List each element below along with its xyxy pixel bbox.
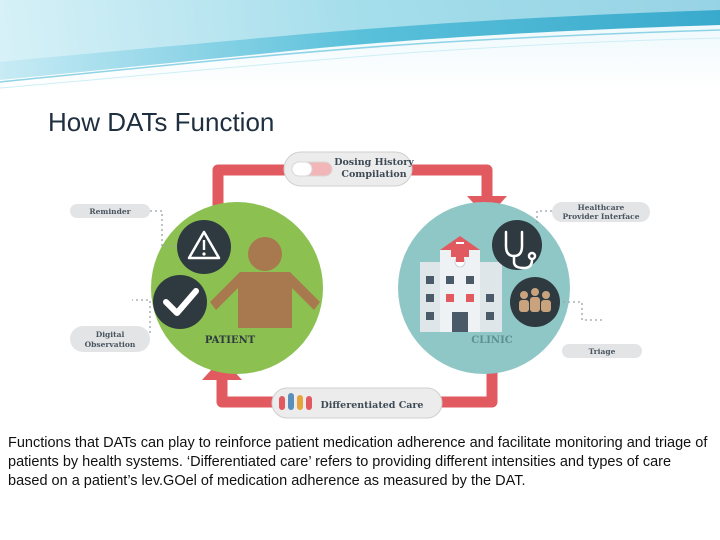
clinic-label: CLINIC xyxy=(471,335,512,346)
warning-icon xyxy=(187,230,221,260)
differentiated-care-capsule xyxy=(271,387,443,419)
slide-title: How DATs Function xyxy=(48,107,275,137)
reminder-tag-label: Reminder xyxy=(89,207,131,216)
stethoscope-icon xyxy=(504,230,537,270)
group-icon xyxy=(519,288,551,312)
patient-label: PATIENT xyxy=(205,335,256,346)
differentiated-care-label: Differentiated Care xyxy=(321,400,424,411)
triage-tag-label: Triage xyxy=(589,347,616,356)
triage-tag xyxy=(562,344,642,358)
slide-caption: Functions that DATs can play to reinforc… xyxy=(8,435,708,489)
dosing-history-capsule xyxy=(283,151,413,187)
dotted-connectors xyxy=(132,210,602,333)
healthcare-provider-label-1: Healthcare xyxy=(578,203,625,212)
healthcare-provider-tag xyxy=(552,202,650,222)
header-wave-banner xyxy=(0,0,720,90)
hospital-icon xyxy=(420,236,502,332)
digital-observation-tag xyxy=(70,326,150,352)
digital-observation-label-2: Observation xyxy=(85,340,136,349)
dosing-history-label-2: Compilation xyxy=(341,169,406,180)
reminder-tag xyxy=(70,204,150,218)
pill-icon xyxy=(291,161,333,177)
hospital-cross-icon xyxy=(451,244,469,262)
checkmark-icon xyxy=(163,288,199,316)
stethoscope-icon-bg xyxy=(492,220,542,270)
digital-observation-label-1: Digital xyxy=(96,330,125,339)
checkmark-icon-bg xyxy=(153,275,207,329)
dosing-history-label-1: Dosing History xyxy=(334,157,414,168)
raised-hands-icon xyxy=(279,393,312,410)
person-icon xyxy=(210,237,320,328)
dat-function-diagram: Dosing History Compilation Differentiate… xyxy=(62,150,652,422)
healthcare-provider-label-2: Provider Interface xyxy=(563,212,640,221)
